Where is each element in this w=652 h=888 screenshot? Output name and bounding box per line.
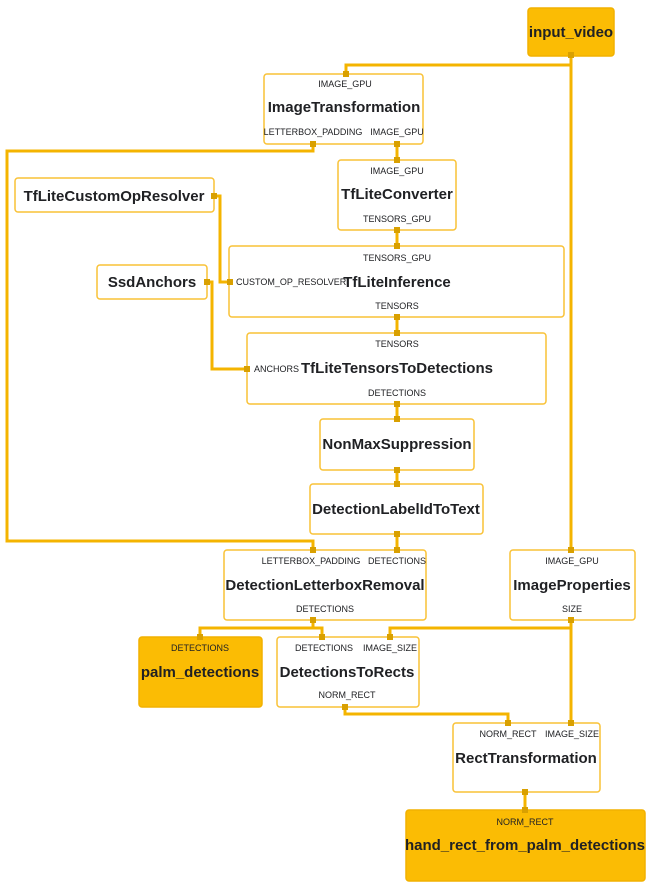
edge-letterbox-padding-to-letterbox-removal xyxy=(5,143,315,551)
node-detection-letterbox-removal[interactable]: LETTERBOX_PADDING DETECTIONS DetectionLe… xyxy=(223,549,427,621)
node-image-properties[interactable]: IMAGE_GPU ImageProperties SIZE xyxy=(509,549,636,621)
node-tflite-inference[interactable]: TENSORS_GPU CUSTOM_OP_RESOLVER TfLiteInf… xyxy=(228,245,565,318)
node-detections-to-rects[interactable]: DETECTIONS IMAGE_SIZE DetectionsToRects … xyxy=(276,636,420,708)
node-image-transformation[interactable]: IMAGE_GPU ImageTransformation LETTERBOX_… xyxy=(263,73,424,145)
port-connector xyxy=(394,243,400,249)
port-label-tensors-gpu-in: TENSORS_GPU xyxy=(363,253,431,263)
node-tflite-tensors-to-detections[interactable]: TENSORS ANCHORS TfLiteTensorsToDetection… xyxy=(246,332,547,405)
edge-custom-op-resolver-to-tflite-inference xyxy=(214,194,230,284)
edge-norm-rect-to-rect-transformation xyxy=(343,706,510,724)
node-title: TfLiteConverter xyxy=(341,186,453,203)
port-label-detections-out: DETECTIONS xyxy=(296,604,354,614)
port-label-letterbox-padding: LETTERBOX_PADDING xyxy=(262,556,361,566)
port-label-size-out: SIZE xyxy=(562,604,582,614)
port-connector xyxy=(394,481,400,487)
port-connector xyxy=(227,279,233,285)
port-label-custom-op-resolver: CUSTOM_OP_RESOLVER xyxy=(236,277,347,287)
node-title: palm_detections xyxy=(141,664,259,681)
node-rect-transformation[interactable]: NORM_RECT IMAGE_SIZE RectTransformation xyxy=(452,722,601,793)
node-title: TfLiteTensorsToDetections xyxy=(301,360,493,377)
port-label-image-gpu-in: IMAGE_GPU xyxy=(545,556,599,566)
port-connector xyxy=(394,157,400,163)
port-label-anchors: ANCHORS xyxy=(254,364,299,374)
edge-input-video-to-image-transformation xyxy=(344,55,573,75)
port-connector xyxy=(310,617,316,623)
port-connector xyxy=(394,330,400,336)
port-label-detections-in: DETECTIONS xyxy=(171,643,229,653)
port-connector xyxy=(568,617,574,623)
node-title: RectTransformation xyxy=(455,750,597,767)
port-connector xyxy=(522,807,528,813)
node-title: ImageTransformation xyxy=(268,99,421,116)
graph-nodes: input_video IMAGE_GPU ImageTransformatio… xyxy=(14,7,646,882)
edge-letterbox-removal-to-palm-detections xyxy=(198,619,315,638)
port-label-image-gpu-in: IMAGE_GPU xyxy=(370,166,424,176)
port-label-norm-rect-in: NORM_RECT xyxy=(496,817,554,827)
port-connector xyxy=(387,634,393,640)
node-title: DetectionLetterboxRemoval xyxy=(225,577,424,594)
node-title: ImageProperties xyxy=(513,577,631,594)
port-label-tensors-in: TENSORS xyxy=(375,339,419,349)
port-connector xyxy=(522,789,528,795)
node-title: TfLiteCustomOpResolver xyxy=(24,188,205,205)
port-connector xyxy=(310,141,316,147)
port-label-detections-in: DETECTIONS xyxy=(368,556,426,566)
port-label-tensors-gpu-out: TENSORS_GPU xyxy=(363,214,431,224)
port-connector xyxy=(568,547,574,553)
node-title: TfLiteInference xyxy=(343,274,451,291)
port-connector xyxy=(394,314,400,320)
node-input-video[interactable]: input_video xyxy=(527,7,615,57)
port-label-letterbox-padding: LETTERBOX_PADDING xyxy=(264,127,363,137)
port-connectors xyxy=(197,52,574,813)
port-label-norm-rect-out: NORM_RECT xyxy=(318,690,376,700)
node-title: DetectionLabelIdToText xyxy=(312,501,480,518)
port-label-image-gpu-in: IMAGE_GPU xyxy=(318,79,372,89)
node-title: SsdAnchors xyxy=(108,274,196,291)
port-connector xyxy=(568,720,574,726)
port-connector xyxy=(394,141,400,147)
node-non-max-suppression[interactable]: NonMaxSuppression xyxy=(319,418,475,471)
port-connector xyxy=(244,366,250,372)
node-title: NonMaxSuppression xyxy=(322,436,471,453)
edge-letterbox-removal-to-detections-to-rects xyxy=(311,619,324,638)
node-title: DetectionsToRects xyxy=(280,664,415,681)
node-hand-rect-from-palm-detections[interactable]: NORM_RECT hand_rect_from_palm_detections xyxy=(405,809,646,882)
node-detection-label-id-to-text[interactable]: DetectionLabelIdToText xyxy=(309,483,484,535)
port-connector xyxy=(394,547,400,553)
port-label-detections-out: DETECTIONS xyxy=(368,388,426,398)
port-connector xyxy=(310,547,316,553)
port-connector xyxy=(197,634,203,640)
port-connector xyxy=(568,52,574,58)
node-ssd-anchors[interactable]: SsdAnchors xyxy=(96,264,208,300)
port-label-image-size-in: IMAGE_SIZE xyxy=(545,729,599,739)
edge-image-size-to-detections-to-rects xyxy=(388,619,573,638)
node-title: hand_rect_from_palm_detections xyxy=(405,837,645,854)
port-label-image-size-in: IMAGE_SIZE xyxy=(363,643,417,653)
port-connector xyxy=(394,531,400,537)
node-title: input_video xyxy=(529,24,613,41)
port-connector xyxy=(319,634,325,640)
port-label-tensors-out: TENSORS xyxy=(375,301,419,311)
port-connector xyxy=(342,704,348,710)
port-connector xyxy=(394,401,400,407)
port-label-detections-in: DETECTIONS xyxy=(295,643,353,653)
node-tflite-converter[interactable]: IMAGE_GPU TfLiteConverter TENSORS_GPU xyxy=(337,159,457,231)
node-box xyxy=(223,549,427,621)
port-connector xyxy=(343,71,349,77)
port-connector xyxy=(211,193,217,199)
port-connector xyxy=(394,227,400,233)
port-connector xyxy=(394,467,400,473)
port-label-norm-rect-in: NORM_RECT xyxy=(479,729,537,739)
port-connector xyxy=(394,416,400,422)
port-connector xyxy=(505,720,511,726)
node-palm-detections[interactable]: DETECTIONS palm_detections xyxy=(138,636,263,708)
port-connector xyxy=(204,279,210,285)
port-label-image-gpu-out: IMAGE_GPU xyxy=(370,127,424,137)
node-tflite-custom-op-resolver[interactable]: TfLiteCustomOpResolver xyxy=(14,177,215,213)
